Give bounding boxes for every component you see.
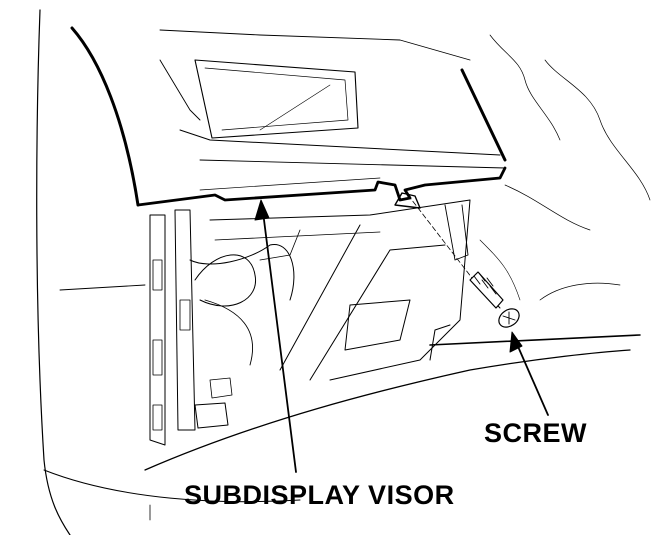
dashboard-lower-sweep	[144, 349, 631, 471]
bracket-diagonal-b	[309, 244, 446, 381]
subdisplay-visor-front-face	[199, 159, 506, 169]
right-panel-contour-e	[479, 239, 521, 301]
screw-axis-line	[407, 194, 473, 279]
left-panel-outline	[36, 9, 71, 535]
mounting-strip-a	[149, 214, 166, 446]
display-window-inner	[204, 67, 349, 131]
left-panel-outline-inner	[59, 284, 146, 291]
screw-callout-label: SCREW	[484, 418, 587, 448]
dashboard-line-b	[179, 129, 501, 156]
subdisplay-visor-callout-label: SUBDISPLAY VISOR	[184, 480, 455, 510]
right-panel-contour-d	[539, 282, 621, 301]
bracket-diagonal-a	[279, 224, 361, 371]
subdisplay-visor-clip	[394, 192, 421, 209]
dashboard-line-a	[159, 59, 201, 121]
dashboard-lower-trim-2	[429, 324, 451, 361]
dashboard-lower-trim	[429, 334, 641, 346]
screw-icon	[469, 271, 520, 328]
right-panel-contour-a	[489, 34, 561, 141]
left-panel-lower-curve	[43, 469, 301, 503]
wire-harness-b	[189, 244, 295, 301]
screw-leader-line	[515, 341, 549, 416]
bracket-frame	[209, 199, 471, 381]
subdisplay-visor-shade	[199, 177, 381, 191]
mounting-strip-slot-3	[152, 404, 163, 431]
lower-connector	[194, 402, 229, 429]
right-panel-contour-c	[504, 184, 591, 231]
bracket-cutout	[344, 299, 411, 351]
subdisplay-visor-bottom-edge	[136, 166, 507, 207]
wire-harness-d	[259, 229, 301, 261]
mounting-strip-slot-1	[152, 259, 163, 291]
subdisplay-visor-outline	[70, 26, 140, 207]
mounting-strip-slot-4	[179, 299, 191, 331]
display-window-glare	[259, 84, 331, 131]
dashboard-top-surface	[159, 29, 471, 61]
wire-harness-a	[194, 254, 256, 307]
mounting-strip-slot-2	[152, 339, 163, 376]
visor-leader-line	[262, 211, 297, 473]
bracket-tab-right	[444, 204, 469, 261]
screw-leader-arrowhead	[509, 331, 523, 353]
wire-harness-c	[204, 299, 254, 366]
right-panel-contour-b	[544, 59, 651, 201]
mounting-strip-b	[174, 209, 196, 431]
subdisplay-visor-right-edge	[460, 68, 507, 162]
display-window	[194, 59, 359, 139]
visor-leader-arrowhead	[254, 199, 270, 221]
lower-connector-2	[209, 377, 233, 399]
